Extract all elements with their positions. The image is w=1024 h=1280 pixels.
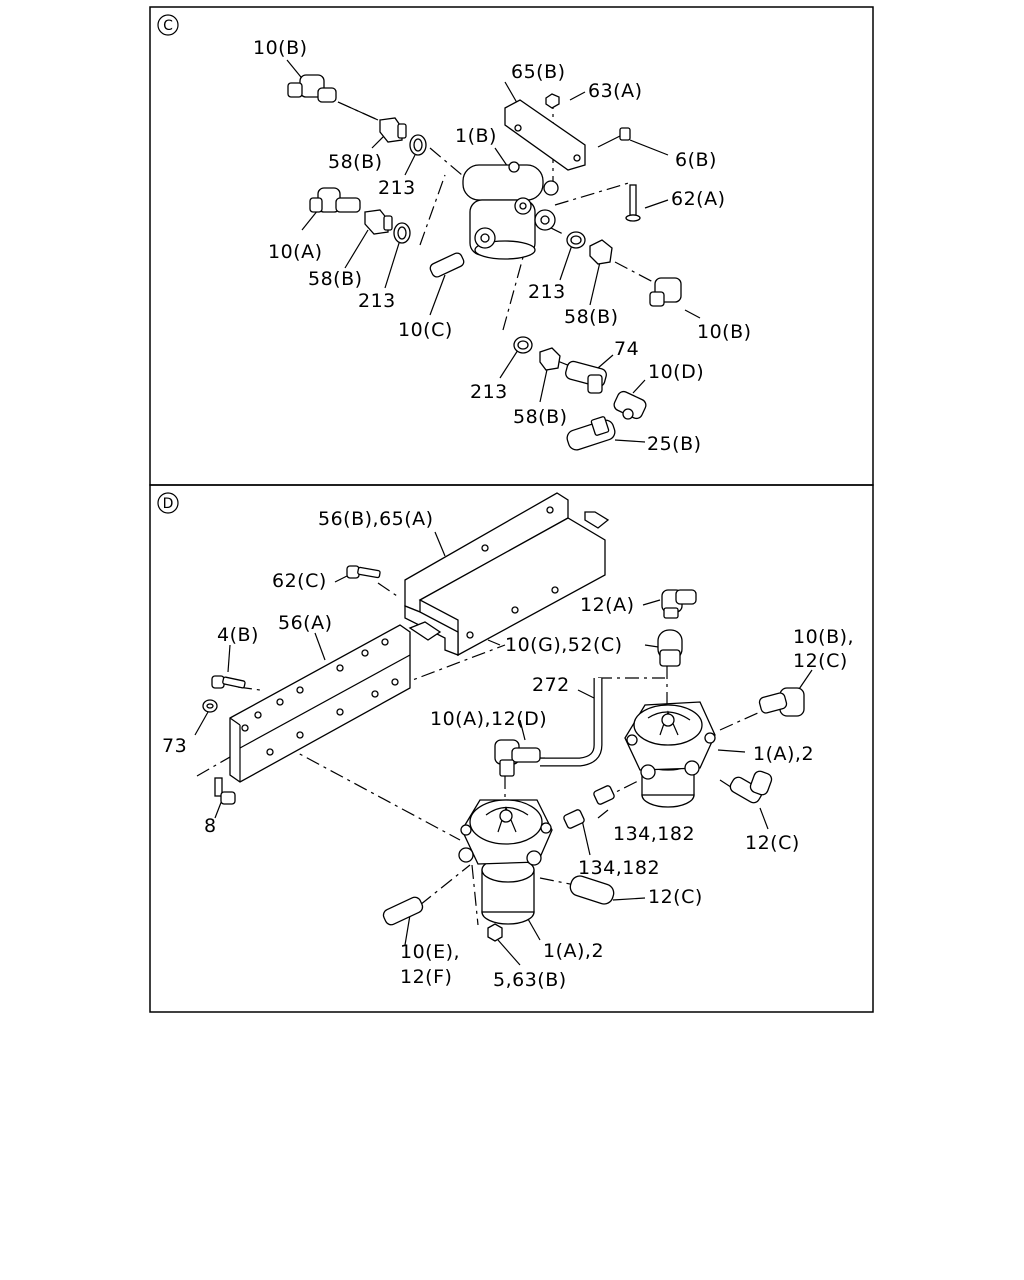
connector-10e-12f	[382, 896, 424, 926]
connector-10c	[429, 252, 465, 278]
panel-d-marker: D	[163, 496, 174, 512]
bolt-62a	[625, 184, 641, 222]
bracket-65b	[504, 99, 586, 171]
seal-ring-213-c	[566, 231, 586, 249]
adapter-58b-top	[379, 117, 407, 143]
label-5-63b: 5,63(B)	[493, 969, 567, 991]
label-73: 73	[162, 735, 187, 757]
label-12c-right: 12(C)	[745, 832, 800, 854]
bolt-4b	[211, 675, 246, 689]
label-6b: 6(B)	[675, 149, 717, 171]
bracket-56a	[229, 624, 411, 783]
label-56a: 56(A)	[278, 612, 333, 634]
seal-ring-213-d	[513, 336, 533, 354]
label-1a-2-upper: 1(A),2	[753, 743, 814, 765]
elbow-fitting-10a	[309, 187, 361, 213]
elbow-fitting-10a-12d	[494, 739, 541, 777]
sensor-25b	[566, 416, 616, 451]
valve-1b	[462, 161, 559, 260]
panel-d: D	[149, 484, 874, 1013]
panel-c: C	[149, 6, 874, 486]
panel-c-labels: 10(B) 65(B) 63(A) 1(B) 58(B) 213 6(B) 62…	[253, 37, 752, 455]
adapter-58b-bottom	[539, 347, 561, 371]
label-10a-12d: 10(A),12(D)	[430, 708, 547, 730]
label-213-b: 213	[358, 290, 396, 312]
elbow-fitting-10d	[613, 390, 647, 420]
bolt-62c	[346, 565, 381, 579]
plug-134-182-left	[563, 809, 585, 829]
panel-c-marker-circle	[157, 14, 179, 36]
bracket-56b-65a	[404, 492, 610, 657]
label-272: 272	[532, 674, 570, 696]
label-4b: 4(B)	[217, 624, 259, 646]
label-62c: 62(C)	[272, 570, 327, 592]
label-12a: 12(A)	[580, 594, 635, 616]
elbow-fitting-10b-12c	[758, 687, 805, 717]
label-12c-lower: 12(C)	[648, 886, 703, 908]
label-1b: 1(B)	[455, 125, 497, 147]
plug-134-182-right	[593, 785, 615, 805]
label-10g-52c: 10(G),52(C)	[505, 634, 623, 656]
label-213-d: 213	[470, 381, 508, 403]
label-10b-right: 10(B)	[697, 321, 752, 343]
label-10c: 10(C)	[398, 319, 453, 341]
label-10e-12f-line2: 12(F)	[400, 966, 452, 988]
panel-d-labels: 56(B),65(A) 62(C) 12(A) 4(B) 56(A) 10(G)…	[162, 508, 854, 991]
label-65b: 65(B)	[511, 61, 566, 83]
panel-d-marker-circle	[157, 492, 179, 514]
label-58b-a: 58(B)	[328, 151, 383, 173]
elbow-fitting-12c-right	[729, 770, 773, 804]
label-58b-d: 58(B)	[513, 406, 568, 428]
tee-fitting-74	[565, 360, 607, 394]
label-1a-2-lower: 1(A),2	[543, 940, 604, 962]
label-10d: 10(D)	[648, 361, 704, 383]
label-25b: 25(B)	[647, 433, 702, 455]
label-213-a: 213	[378, 177, 416, 199]
label-74: 74	[614, 338, 639, 360]
cap-12c-lower	[569, 875, 615, 905]
valve-1a-2-upper	[624, 701, 716, 808]
label-10b-12c-line1: 10(B),	[793, 626, 854, 648]
panel-d-frame	[149, 484, 874, 1013]
nut-5-63b	[487, 923, 503, 942]
elbow-fitting-10b-top	[287, 74, 337, 103]
label-10b-12c-line2: 12(C)	[793, 650, 848, 672]
elbow-fitting-10b-right	[649, 277, 682, 307]
washer-73	[202, 699, 218, 713]
label-134-182-lower: 134,182	[578, 857, 660, 879]
label-56b-65a: 56(B),65(A)	[318, 508, 434, 530]
label-58b-c: 58(B)	[564, 306, 619, 328]
label-134-182-upper: 134,182	[613, 823, 695, 845]
cap-10g-52c	[657, 629, 683, 667]
adapter-58b-left	[364, 209, 393, 235]
label-213-c: 213	[528, 281, 566, 303]
bolt-6b	[597, 127, 631, 148]
label-62a: 62(A)	[671, 188, 726, 210]
label-10a: 10(A)	[268, 241, 323, 263]
seal-ring-213-a	[409, 134, 427, 156]
label-8: 8	[204, 815, 217, 837]
panel-c-marker: C	[163, 18, 173, 34]
panel-c-leader-lines	[286, 59, 701, 443]
valve-1a-2-lower	[458, 799, 553, 925]
label-58b-b: 58(B)	[308, 268, 363, 290]
adapter-58b-right	[589, 239, 613, 265]
seal-ring-213-b	[393, 222, 411, 244]
elbow-fitting-12a	[661, 589, 697, 619]
nut-63a	[545, 93, 560, 109]
label-10b-top: 10(B)	[253, 37, 308, 59]
bolt-8	[214, 777, 236, 805]
label-63a: 63(A)	[588, 80, 643, 102]
pipe-272	[540, 678, 603, 767]
label-10e-12f-line1: 10(E),	[400, 941, 460, 963]
